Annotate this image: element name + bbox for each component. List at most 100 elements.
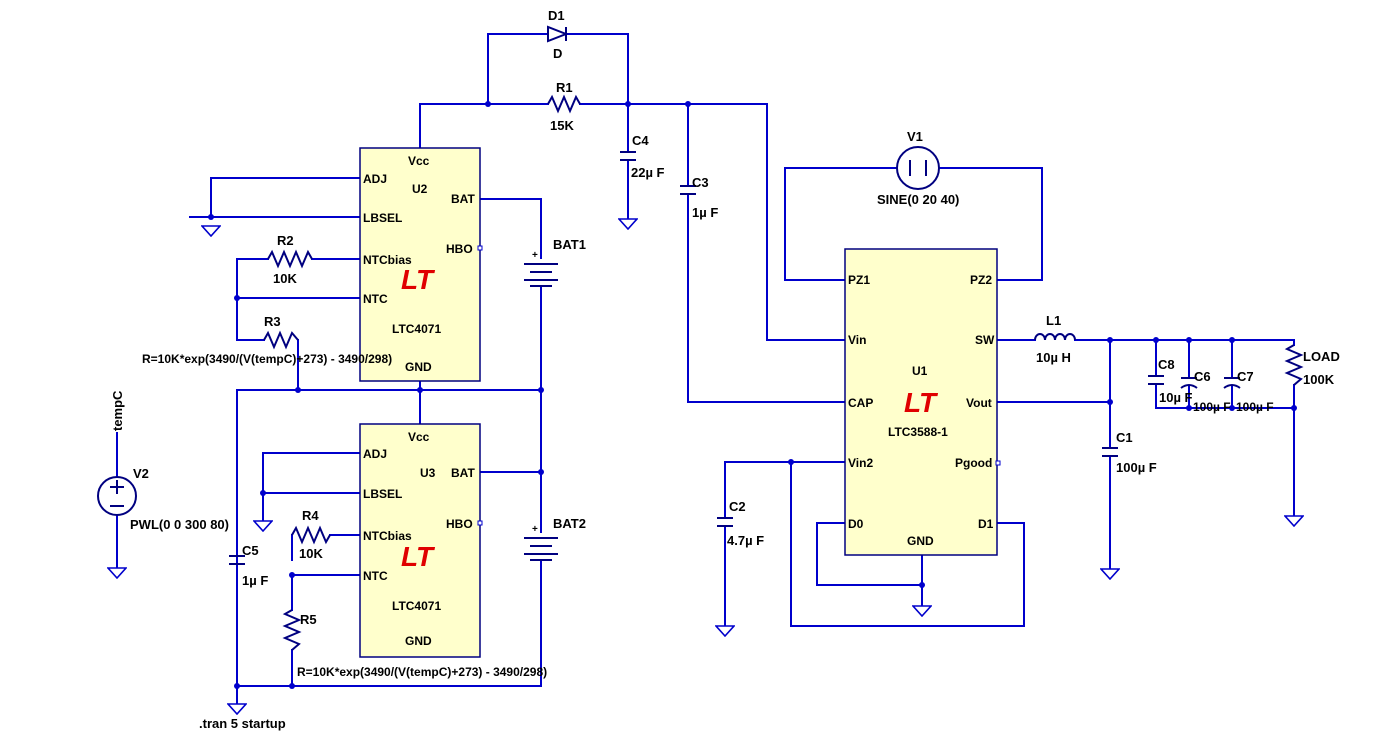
pin-label-pz1: PZ1 xyxy=(848,273,870,287)
component-value: SINE(0 20 40) xyxy=(877,192,959,207)
junction-dots xyxy=(208,101,1297,689)
component-ref: V2 xyxy=(133,466,149,481)
resistor-icon xyxy=(547,94,581,114)
inductor-icon xyxy=(1034,333,1076,341)
pin-label-gnd: GND xyxy=(405,634,432,648)
resistor-r3[interactable]: R3 R=10K*exp(3490/(V(tempC)+273) - 3490/… xyxy=(142,314,392,366)
component-ref: C7 xyxy=(1237,369,1254,384)
pin-label-hbo: HBO xyxy=(446,242,473,256)
component-ref: C8 xyxy=(1158,357,1175,372)
pin-label-adj: ADJ xyxy=(363,447,387,461)
resistor-icon xyxy=(1284,344,1304,386)
component-ref: C4 xyxy=(632,133,649,148)
diode-icon xyxy=(547,25,569,43)
component-ref: R1 xyxy=(556,80,573,95)
pin-label-lbsel: LBSEL xyxy=(363,487,402,501)
component-value: D xyxy=(553,46,562,61)
pin-label-ntc: NTC xyxy=(363,292,388,306)
component-ref: R4 xyxy=(302,508,319,523)
capacitor-c3[interactable]: C3 1µ F xyxy=(680,175,718,220)
resistor-icon xyxy=(267,249,313,269)
component-value: 10µ F xyxy=(1159,390,1193,405)
capacitor-c2[interactable]: C2 4.7µ F xyxy=(717,499,764,548)
pin-label-pgood: Pgood xyxy=(955,456,992,470)
pin-label-vin2: Vin2 xyxy=(848,456,873,470)
pin-label-vcc: Vcc xyxy=(408,154,430,168)
lt-logo-icon: LT xyxy=(904,387,939,418)
component-ref: C3 xyxy=(692,175,709,190)
pin-label-bat: BAT xyxy=(451,466,475,480)
component-ref: C2 xyxy=(729,499,746,514)
ground-icon xyxy=(618,218,638,230)
diode-d1[interactable]: D1 D xyxy=(547,8,569,61)
pgood-pin xyxy=(995,460,1001,466)
pin-label-vin: Vin xyxy=(848,333,866,347)
component-value: R=10K*exp(3490/(V(tempC)+273) - 3490/298… xyxy=(142,352,392,366)
component-ref: L1 xyxy=(1046,313,1061,328)
hbo-pin xyxy=(477,245,483,251)
component-value: 1µ F xyxy=(242,573,268,588)
resistor-r4[interactable]: R4 10K xyxy=(291,508,331,561)
capacitor-c1[interactable]: C1 100µ F xyxy=(1102,430,1157,475)
pin-label-bat: BAT xyxy=(451,192,475,206)
component-ref: C5 xyxy=(242,543,259,558)
resistor-r1[interactable]: R1 15K xyxy=(547,80,581,133)
component-value: 4.7µ F xyxy=(727,533,764,548)
chip-u2[interactable]: Vcc U2 ADJ LBSEL NTCbias NTC BAT HBO LT … xyxy=(359,147,483,382)
ground-icon xyxy=(107,567,127,579)
component-value: 10K xyxy=(299,546,323,561)
plus-icon: + xyxy=(532,524,538,535)
capacitor-c4[interactable]: C4 22µ F xyxy=(620,133,665,180)
ground-icon xyxy=(201,225,221,237)
component-ref: C1 xyxy=(1116,430,1133,445)
component-ref: R3 xyxy=(264,314,281,329)
component-value: 100µ F xyxy=(1193,400,1231,414)
chip-ref: U2 xyxy=(412,182,428,196)
wires xyxy=(116,33,1295,704)
inductor-l1[interactable]: L1 10µ H xyxy=(1034,313,1076,365)
resistor-r5[interactable]: R5 R=10K*exp(3490/(V(tempC)+273) - 3490/… xyxy=(282,609,547,679)
battery-bat2[interactable]: + BAT2 xyxy=(524,516,586,561)
pin-label-adj: ADJ xyxy=(363,172,387,186)
component-value: 100K xyxy=(1303,372,1335,387)
resistor-load[interactable]: LOAD 100K xyxy=(1284,344,1340,387)
ground-icon xyxy=(253,520,273,532)
capacitor-c8[interactable]: C8 10µ F xyxy=(1148,357,1193,405)
component-value: PWL(0 0 300 80) xyxy=(130,517,229,532)
capacitor-c5[interactable]: C5 1µ F xyxy=(229,543,268,588)
capacitor-c7[interactable]: C7 100µ F xyxy=(1223,369,1274,414)
component-ref: V1 xyxy=(907,129,923,144)
capacitor-c6[interactable]: C6 100µ F xyxy=(1180,369,1231,414)
pin-label-hbo: HBO xyxy=(446,517,473,531)
chip-body xyxy=(844,248,998,556)
source-v1[interactable]: V1 SINE(0 20 40) xyxy=(877,129,959,207)
component-value: 22µ F xyxy=(631,165,665,180)
component-ref: D1 xyxy=(548,8,565,23)
battery-bat1[interactable]: + BAT1 xyxy=(524,237,586,287)
chip-part: LTC4071 xyxy=(392,322,441,336)
source-v2[interactable]: V2 PWL(0 0 300 80) xyxy=(97,466,229,532)
spice-directive[interactable]: .tran 5 startup xyxy=(199,716,286,731)
pin-label-sw: SW xyxy=(975,333,995,347)
chip-u3[interactable]: Vcc U3 ADJ LBSEL NTCbias NTC BAT HBO LT … xyxy=(359,423,483,658)
component-value: 100µ F xyxy=(1116,460,1157,475)
ground-icon xyxy=(912,605,932,617)
component-ref: R5 xyxy=(300,612,317,627)
component-value: 10µ H xyxy=(1036,350,1071,365)
resistor-icon xyxy=(263,330,299,350)
component-ref: BAT1 xyxy=(553,237,586,252)
component-value: R=10K*exp(3490/(V(tempC)+273) - 3490/298… xyxy=(297,665,547,679)
chip-part: LTC3588-1 xyxy=(888,425,948,439)
chip-u1[interactable]: PZ1 PZ2 Vin SW U1 CAP Vout LT LTC3588-1 … xyxy=(844,248,1001,556)
component-value: 15K xyxy=(550,118,574,133)
pin-label-vcc: Vcc xyxy=(408,430,430,444)
pin-label-pz2: PZ2 xyxy=(970,273,992,287)
plus-icon: + xyxy=(532,250,538,261)
chip-body xyxy=(359,147,481,382)
pin-label-ntcbias: NTCbias xyxy=(363,529,412,543)
pin-label-ntcbias: NTCbias xyxy=(363,253,412,267)
component-ref: R2 xyxy=(277,233,294,248)
net-label-tempc: tempC xyxy=(110,390,125,431)
ground-icon xyxy=(227,703,247,715)
resistor-r2[interactable]: R2 10K xyxy=(267,233,313,286)
